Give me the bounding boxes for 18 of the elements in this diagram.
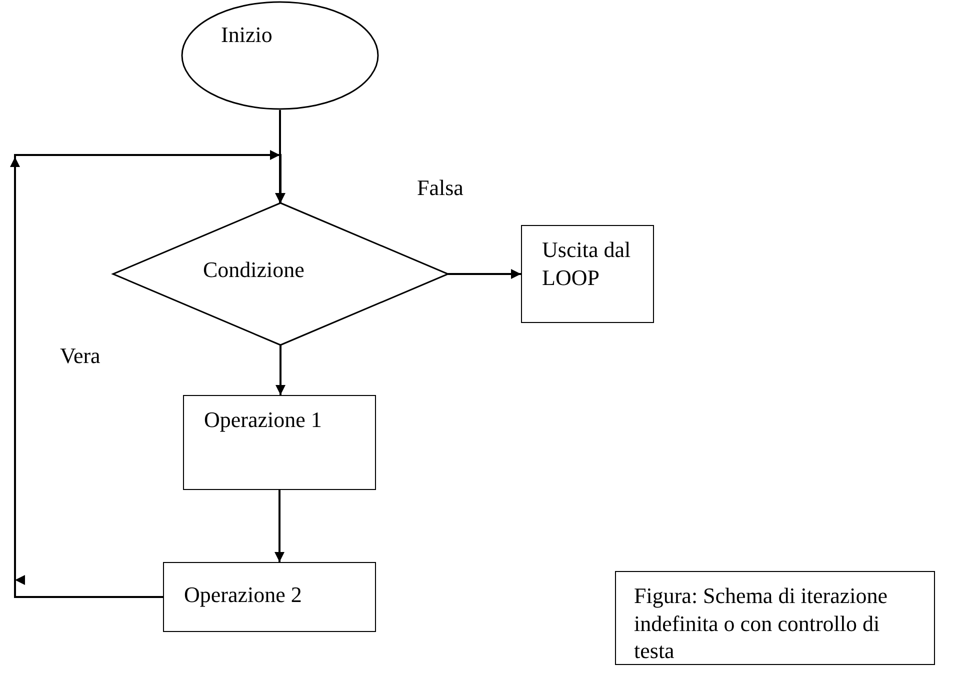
arrow (274, 490, 284, 562)
process-box (163, 562, 376, 632)
process-box (521, 225, 654, 323)
branch-label: Vera (60, 343, 100, 370)
process-box (183, 395, 376, 490)
node-text: Operazione 1 (204, 406, 323, 434)
arrow (14, 154, 286, 598)
node-text: Figura: Schema di iterazione indefinita o con controllo di testa (634, 582, 889, 664)
node-text: Operazione 2 (184, 581, 303, 608)
node-text: Condizione (203, 256, 306, 284)
node-text: Uscita dal LOOP (542, 236, 632, 291)
arrow (276, 345, 286, 395)
arrow (448, 269, 521, 279)
branch-label: Falsa (417, 175, 464, 202)
start-ellipse (181, 1, 379, 110)
caption-box (615, 571, 935, 665)
node-text: Inizio (221, 21, 274, 48)
decision-diamond (113, 203, 448, 345)
